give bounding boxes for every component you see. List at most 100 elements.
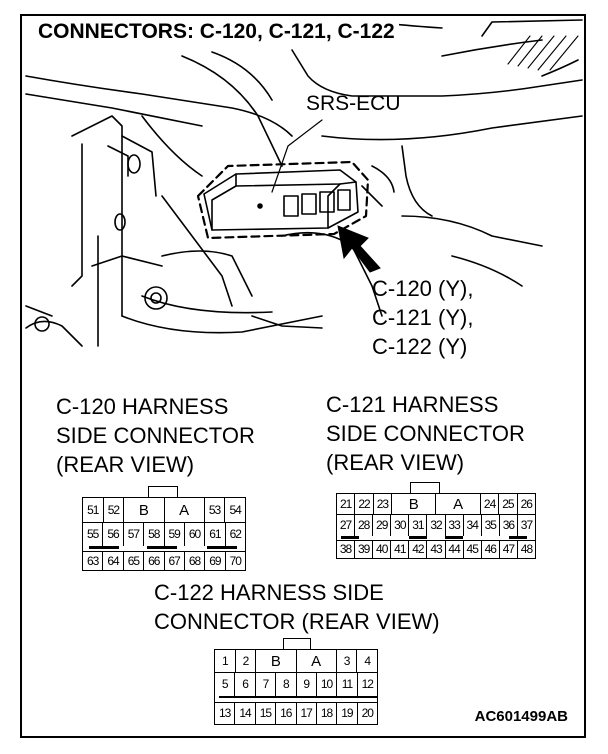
c121-lock-tab	[410, 482, 440, 494]
c121-pin: 40	[373, 540, 392, 558]
c121-label: C-121 HARNESS SIDE CONNECTOR (REAR VIEW)	[326, 390, 525, 477]
c122-pin: 11	[337, 672, 358, 696]
c121-pin: 38	[337, 540, 356, 558]
c121-pin: 39	[355, 540, 374, 558]
c120-pin: 57	[124, 522, 145, 546]
c120-label: C-120 HARNESS SIDE CONNECTOR (REAR VIEW)	[56, 392, 255, 479]
c122-pin: 17	[297, 702, 317, 724]
c122-pin: 19	[337, 702, 358, 724]
c122-pin: 4	[364, 654, 371, 668]
srs-ecu-illustration	[25, 19, 583, 347]
c122-pin: 13	[215, 702, 236, 724]
c120-pin: 67	[165, 551, 185, 570]
c120-pin: 60	[185, 522, 206, 546]
c120-label-line: SIDE CONNECTOR	[56, 423, 255, 448]
c121-label-line: SIDE CONNECTOR	[326, 421, 525, 446]
c122-pin: 10	[317, 672, 338, 696]
c122-pin: A	[297, 650, 337, 672]
c122-pin: 3	[337, 650, 358, 672]
c122-pin: 18	[317, 702, 338, 724]
c122-connector: 1 2 B A 3 4 5 6 7 8 9 10 11 12 13 14 15 …	[214, 649, 378, 725]
diagram-frame	[20, 14, 586, 738]
c121-pin: 32	[427, 514, 446, 536]
c122-lock-tab	[283, 638, 311, 650]
c122-pin: 8	[276, 672, 297, 696]
c120-pin: 56	[103, 522, 124, 546]
connector-callout: C-120 (Y), C-121 (Y), C-122 (Y)	[372, 274, 473, 361]
c122-label: C-122 HARNESS SIDE CONNECTOR (REAR VIEW)	[154, 578, 440, 636]
c122-pin: 1	[215, 650, 236, 672]
c120-pin: A	[165, 498, 205, 522]
c121-pin: 28	[355, 514, 374, 536]
c121-pin: 42	[409, 540, 428, 558]
c121-pin: 29	[373, 514, 392, 536]
c121-pin: 35	[482, 514, 500, 536]
c122-label-line: CONNECTOR (REAR VIEW)	[154, 609, 440, 634]
c122-pin: 9	[297, 672, 317, 696]
c122-pin: 7	[256, 672, 277, 696]
c120-pin: 55	[83, 522, 104, 546]
c121-pin: 22	[355, 494, 374, 514]
c122-pin: 16	[276, 702, 297, 724]
c120-pin: 63	[83, 551, 104, 570]
c120-pin: 59	[165, 522, 185, 546]
c121-pin: 41	[391, 540, 410, 558]
c122-pin: 15	[256, 702, 277, 724]
diagram-title: CONNECTORS: C-120, C-121, C-122	[34, 20, 399, 44]
c121-pin: 37	[520, 518, 533, 532]
c121-pin: 23	[374, 494, 393, 514]
c121-pin: 30	[391, 514, 410, 536]
c122-pin: 2	[236, 650, 257, 672]
callout-line: C-122 (Y)	[372, 334, 468, 359]
c120-pin: 70	[229, 553, 242, 568]
c122-pin: 12	[361, 677, 374, 691]
c120-connector: 51 52 B A 53 54 55 56 57 58 59 60 61 62 …	[82, 497, 246, 571]
c121-pin: 47	[500, 540, 518, 558]
c122-pin: 6	[235, 672, 256, 696]
c121-pin: 33	[446, 514, 464, 536]
c121-label-line: C-121 HARNESS	[326, 392, 499, 417]
c121-pin: 48	[520, 542, 533, 556]
c121-pin: 24	[481, 494, 500, 514]
c120-pin: 64	[103, 551, 124, 570]
c122-pin: 14	[235, 702, 256, 724]
c121-pin: 31	[409, 514, 428, 536]
srs-ecu-label: SRS-ECU	[306, 92, 401, 115]
c121-pin: 21	[337, 494, 356, 514]
c120-pin: 54	[229, 503, 242, 517]
c120-pin: 61	[205, 522, 226, 546]
c121-pin: 27	[337, 514, 356, 536]
c121-pin: 43	[427, 540, 446, 558]
c122-label-line: C-122 HARNESS SIDE	[154, 580, 384, 605]
c120-pin: 68	[185, 551, 206, 570]
c120-pin: 65	[124, 551, 145, 570]
c120-pin: 53	[205, 498, 226, 522]
c121-pin: 36	[500, 514, 518, 536]
c122-pin: 5	[215, 672, 236, 696]
c121-label-line: (REAR VIEW)	[326, 450, 465, 475]
c120-pin: 52	[104, 498, 125, 522]
c122-pin: B	[256, 650, 297, 672]
c121-pin: 34	[464, 514, 482, 536]
callout-line: C-121 (Y),	[372, 305, 474, 330]
c120-pin: 58	[144, 522, 165, 546]
c120-pin: 51	[83, 498, 104, 522]
c121-pin: B	[392, 494, 437, 514]
c120-label-line: (REAR VIEW)	[56, 452, 195, 477]
c121-pin: 25	[499, 494, 518, 514]
callout-line: C-120 (Y),	[372, 276, 474, 301]
c120-pin: 62	[229, 527, 242, 541]
c120-pin: 66	[144, 551, 165, 570]
c121-connector: 21 22 23 B A 24 25 26 27 28 29 30 31 32 …	[336, 493, 536, 559]
c120-label-line: C-120 HARNESS	[56, 394, 229, 419]
c120-pin: 69	[205, 551, 226, 570]
reference-code: AC601499AB	[474, 708, 568, 725]
c121-pin: 46	[482, 540, 500, 558]
c121-pin: 44	[446, 540, 464, 558]
c121-pin: 26	[520, 497, 533, 511]
c120-pin: B	[124, 498, 165, 522]
c120-lock-tab	[148, 486, 178, 498]
c121-pin: 45	[464, 540, 482, 558]
c122-pin: 20	[361, 706, 374, 720]
